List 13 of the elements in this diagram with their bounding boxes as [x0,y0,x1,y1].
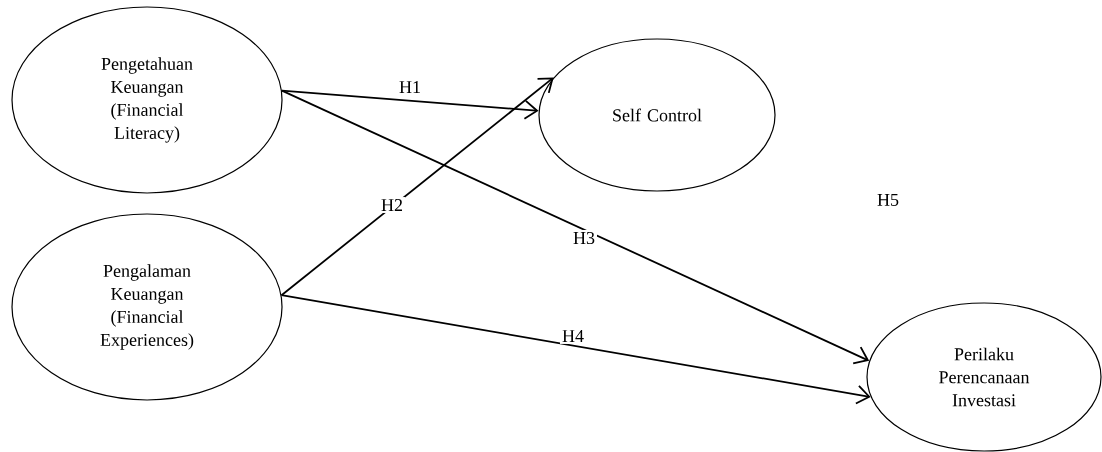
arrow [280,294,871,405]
edge-label: H1 [397,79,423,95]
edge-label: H2 [379,197,405,213]
ellipse-node: Pengetahuan Keuangan (Financial Literacy) [11,6,283,194]
edge-label: H4 [560,328,586,344]
hypothesis-label: H5 [877,194,899,206]
ellipse-node: Perilaku Perencanaan Investasi [866,302,1102,452]
ellipse-node: Pengalaman Keuangan (Financial Experiences) [11,213,283,401]
arrow [281,89,870,365]
ellipse-node: Self Control [538,38,776,192]
arrow [281,89,539,120]
edge-label: H3 [571,229,597,247]
arrow [280,77,554,297]
